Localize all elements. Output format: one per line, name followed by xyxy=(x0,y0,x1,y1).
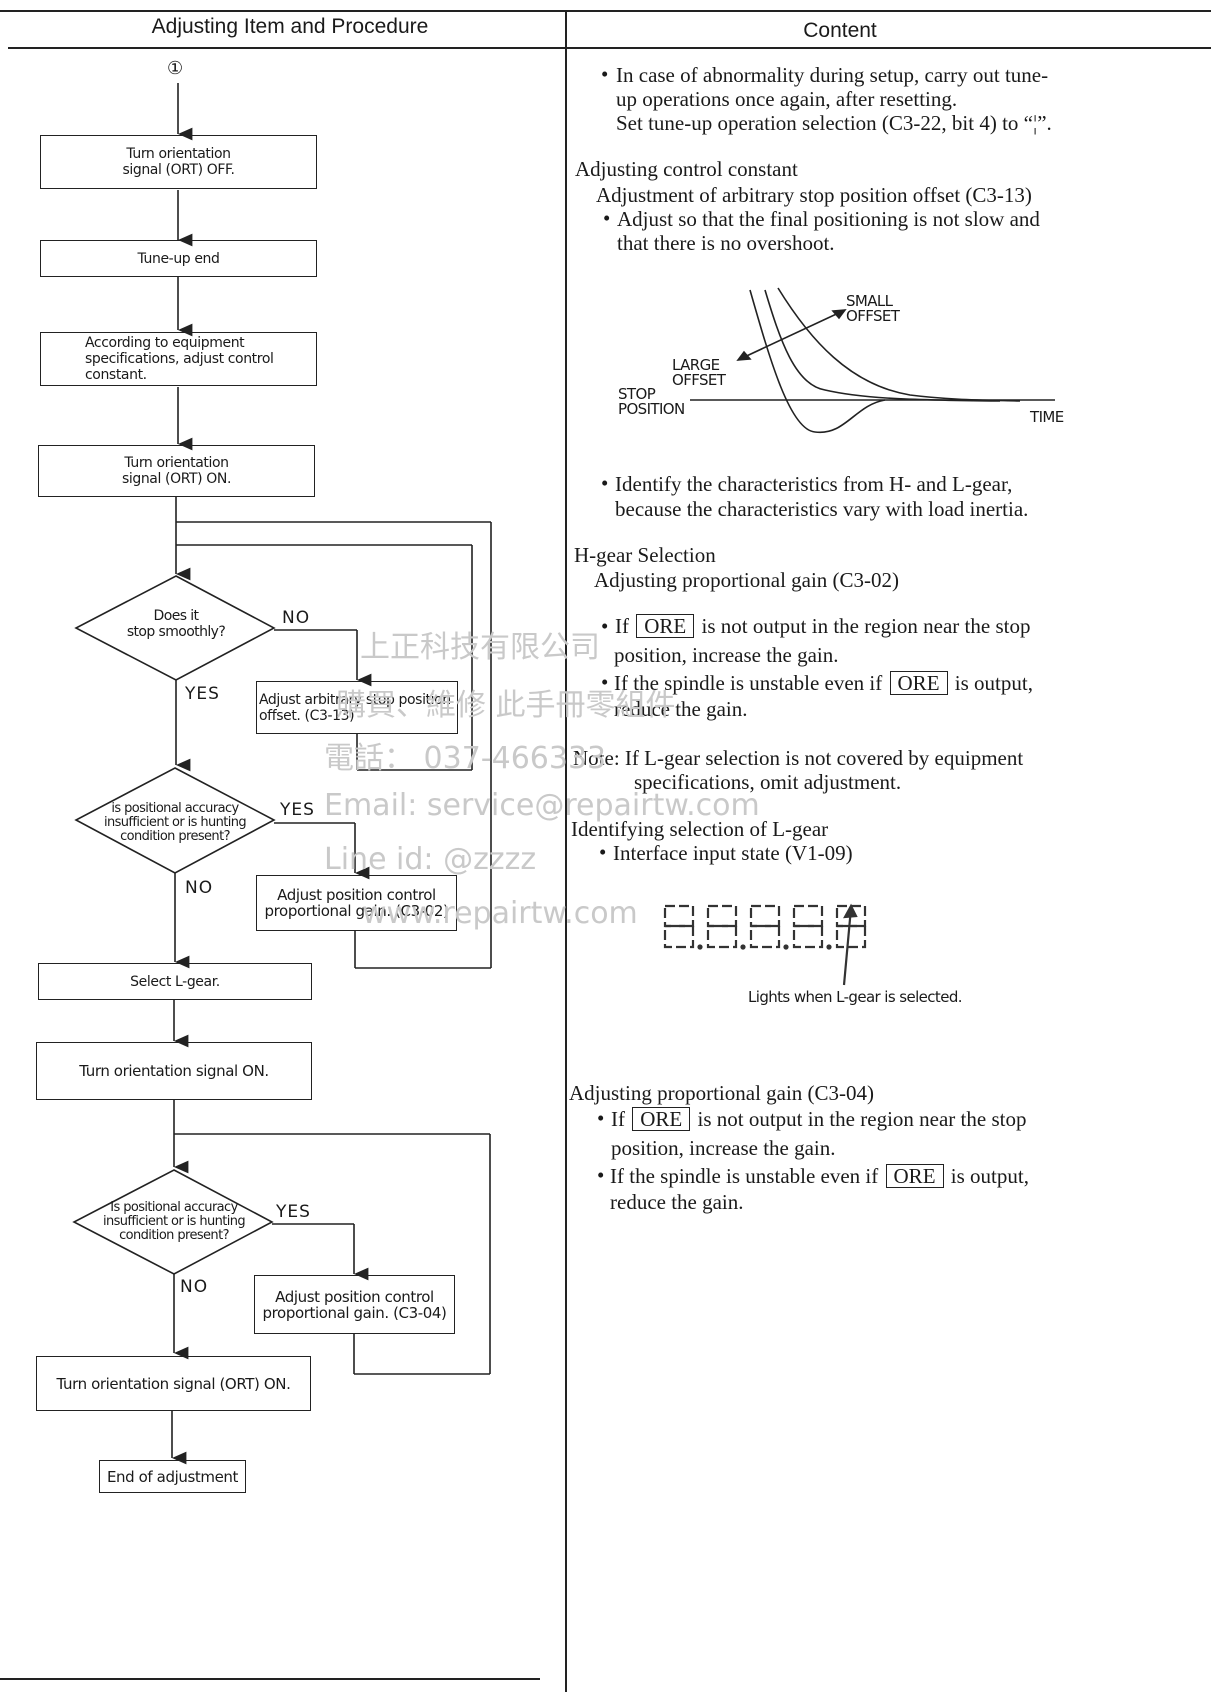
unstable-text-end: is output, xyxy=(950,1164,1029,1188)
watermark-phone: 電話： 037-466333 xyxy=(324,741,607,776)
unstable-text: If the spindle is unstable even if xyxy=(610,1164,879,1188)
ore-signal-label: ORE xyxy=(632,1107,691,1131)
decision2-yes-label: YES xyxy=(280,800,315,820)
graph-label-stop-position: STOP POSITION xyxy=(618,385,685,418)
watermark-line-id: Line id: @zzzz xyxy=(324,842,537,877)
flow-box-adjust-constant: According to equipment specifications, a… xyxy=(40,332,317,386)
subheading-gain-c3-02: Adjusting proportional gain (C3-02) xyxy=(594,568,900,592)
content-unstable-line2: reduce the gain. xyxy=(614,697,748,721)
right-column-header: Content xyxy=(803,19,877,42)
content-identify-line1: Identify the characteristics from H- and… xyxy=(615,472,1013,496)
decision2-no-label: NO xyxy=(185,878,214,898)
flow-connector-symbol: ① xyxy=(167,58,184,79)
content-abnormality-line2: up operations once again, after resettin… xyxy=(616,87,958,111)
interface-input-state: Interface input state (V1-09) xyxy=(613,841,853,865)
decision3-yes-label: YES xyxy=(276,1202,311,1222)
note-line2: specifications, omit adjustment. xyxy=(634,770,902,794)
header-rule xyxy=(8,47,1211,49)
decision-positional-accuracy-h: is positional accuracy insufficient or i… xyxy=(103,801,247,844)
content-abnormality-line1: In case of abnormality during setup, car… xyxy=(616,63,1049,87)
heading-adjusting-control-constant: Adjusting control constant xyxy=(575,157,798,181)
flow-box-adjust-gain-c3-04: Adjust position control proportional gai… xyxy=(254,1275,455,1334)
seven-segment-display xyxy=(663,903,867,986)
content-ore-line1: If ORE is not output in the region near … xyxy=(615,614,1030,639)
ore-line-rest: is not output in the region near the sto… xyxy=(697,1107,1027,1131)
heading-identify-l-gear: Identifying selection of L-gear xyxy=(571,817,829,841)
content-ore-line1-l: If ORE is not output in the region near … xyxy=(611,1107,1026,1132)
flow-box-tune-up-end: Tune-up end xyxy=(40,240,317,277)
decision1-no-label: NO xyxy=(282,608,311,628)
flow-box-orientation-signal-on: Turn orientation signal ON. xyxy=(36,1042,312,1100)
bullet-dot: • xyxy=(601,62,609,86)
left-column-header: Adjusting Item and Procedure xyxy=(151,15,429,38)
bullet-dot: • xyxy=(597,1163,605,1187)
content-ore-line2-l: position, increase the gain. xyxy=(611,1136,836,1160)
flow-box-select-l-gear: Select L-gear. xyxy=(38,963,312,1000)
decision1-yes-label: YES xyxy=(185,684,220,704)
unstable-text: If the spindle is unstable even if xyxy=(614,671,883,695)
watermark-service: 購買、維修 此手冊零組件 xyxy=(336,688,676,723)
bullet-dot: • xyxy=(603,206,611,230)
watermark-website: www.repairtw.com xyxy=(362,896,638,931)
content-identify-line2: because the characteristics vary with lo… xyxy=(615,497,1029,521)
ore-line-rest: is not output in the region near the sto… xyxy=(701,614,1031,638)
watermark-company: 上正科技有限公司 xyxy=(360,630,600,665)
ore-signal-label: ORE xyxy=(636,614,695,638)
decision-positional-accuracy-l: Is positional accuracy insufficient or i… xyxy=(102,1200,246,1243)
column-divider xyxy=(565,10,567,1692)
bullet-dot: • xyxy=(597,1106,605,1130)
if-text: If xyxy=(611,1107,625,1131)
subheading-stop-position-offset: Adjustment of arbitrary stop position of… xyxy=(596,183,1032,207)
bottom-rule xyxy=(0,1678,540,1680)
bullet-dot: • xyxy=(601,471,609,495)
ore-signal-label: ORE xyxy=(889,671,948,695)
top-rule xyxy=(0,10,1211,12)
offset-response-graph xyxy=(690,287,1055,434)
bullet-dot: • xyxy=(599,840,607,864)
flow-box-end-of-adjustment: End of adjustment xyxy=(99,1460,246,1493)
bullet-dot: • xyxy=(601,614,609,638)
content-unstable-line2-l: reduce the gain. xyxy=(610,1190,744,1214)
content-ore-line2: position, increase the gain. xyxy=(614,643,839,667)
flow-box-orientation-ort-on: Turn orientation signal (ORT) ON. xyxy=(36,1356,311,1411)
decision3-no-label: NO xyxy=(180,1277,209,1297)
content-abnormality-line3: Set tune-up operation selection (C3-22, … xyxy=(616,111,1052,135)
content-adjust-line1: Adjust so that the final positioning is … xyxy=(617,207,1040,231)
graph-label-small-offset: SMALL OFFSET xyxy=(846,292,900,325)
content-adjust-line2: that there is no overshoot. xyxy=(617,231,835,255)
bullet-dot: • xyxy=(601,670,609,694)
graph-label-large-offset: LARGE OFFSET xyxy=(672,356,726,389)
heading-gain-c3-04: Adjusting proportional gain (C3-04) xyxy=(569,1081,875,1105)
ore-signal-label: ORE xyxy=(885,1164,944,1188)
flow-box-adjust-gain-c3-02: Adjust position control proportional gai… xyxy=(256,875,457,931)
decision-stop-smoothly: Does it stop smoothly? xyxy=(126,608,226,640)
if-text: If xyxy=(615,614,629,638)
watermark-email: Email: service@repairtw.com xyxy=(324,788,760,823)
flowchart-connectors xyxy=(72,83,492,1465)
content-unstable-line1-l: If the spindle is unstable even if ORE i… xyxy=(610,1164,1029,1189)
note-line1: Note: If L-gear selection is not covered… xyxy=(573,746,1024,770)
display-caption: Lights when L-gear is selected. xyxy=(748,988,963,1006)
unstable-text-end: is output, xyxy=(954,671,1033,695)
flow-box-orientation-off: Turn orientation signal (ORT) OFF. xyxy=(40,135,317,189)
flow-box-orientation-on: Turn orientation signal (ORT) ON. xyxy=(38,445,315,497)
content-unstable-line1: If the spindle is unstable even if ORE i… xyxy=(614,671,1033,696)
heading-h-gear-selection: H-gear Selection xyxy=(574,543,716,567)
graph-label-time: TIME xyxy=(1030,408,1064,426)
flow-box-adjust-stop-offset: Adjust arbitrary stop position offset. (… xyxy=(256,681,458,734)
